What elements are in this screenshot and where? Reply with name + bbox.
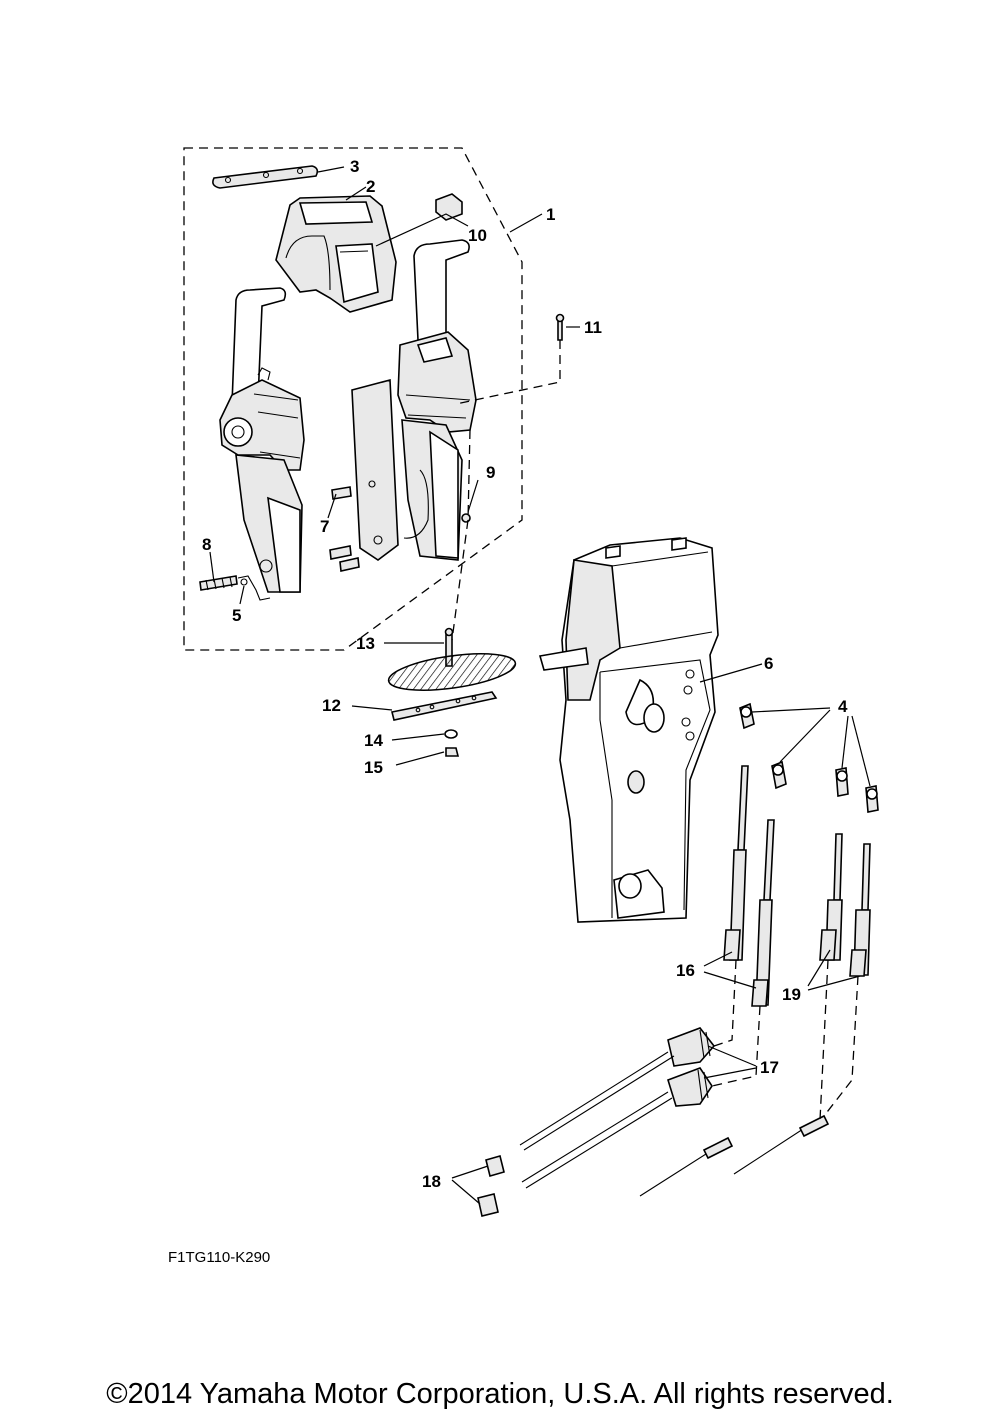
callout-1: 1 [546, 205, 555, 224]
callout-11: 11 [584, 318, 602, 337]
copyright-notice: ©2014 Yamaha Motor Corporation, U.S.A. A… [106, 1378, 894, 1410]
callout-4: 4 [838, 697, 848, 716]
callout-14: 14 [364, 731, 383, 750]
part-11-pin [555, 313, 565, 341]
callout-2: 2 [366, 177, 375, 196]
assembly-path-11 [455, 340, 561, 405]
callout-3: 3 [350, 157, 359, 176]
part-5-link [237, 575, 271, 601]
cable-fittings [477, 1027, 830, 1217]
callout-12: 12 [322, 696, 341, 715]
assembly-path-16a [713, 959, 737, 1047]
part-4-cable-ends [739, 702, 879, 813]
leader-lines [209, 166, 871, 1205]
cable-rods [723, 765, 871, 1007]
part-7-screws [329, 486, 360, 572]
callout-16: 16 [676, 961, 695, 980]
part-2-cover [275, 195, 397, 313]
callout-5: 5 [232, 606, 241, 625]
callout-8: 8 [202, 535, 211, 554]
part-8-bolt [199, 575, 238, 591]
callout-19: 19 [782, 985, 801, 1004]
right-lever-unit [397, 239, 477, 561]
assembly-path-19b [823, 975, 859, 1117]
part-9-nut [461, 513, 471, 523]
gasket [387, 653, 517, 691]
callout-13: 13 [356, 634, 375, 653]
assembly-path-gasket [451, 429, 471, 641]
callout-10: 10 [468, 226, 487, 245]
callout-18: 18 [422, 1172, 441, 1191]
part-3-plate [212, 165, 319, 189]
callout-15: 15 [364, 758, 383, 777]
diagram-code: F1TG110-K290 [168, 1249, 270, 1266]
center-plate [351, 378, 399, 561]
callout-6: 6 [764, 654, 773, 673]
part-12-bracket [391, 691, 498, 721]
assembly-boundary [183, 147, 523, 651]
assembly-path-19a [819, 959, 829, 1121]
part-10-block [435, 193, 463, 221]
assembly-path-16b [711, 1005, 761, 1087]
part-15-nut [445, 747, 460, 757]
left-lever-unit [219, 287, 305, 593]
callout-17: 17 [760, 1058, 779, 1077]
control-box-housing [538, 537, 719, 923]
part-14-washer [444, 729, 458, 739]
callout-9: 9 [486, 463, 495, 482]
callout-7: 7 [320, 517, 329, 536]
